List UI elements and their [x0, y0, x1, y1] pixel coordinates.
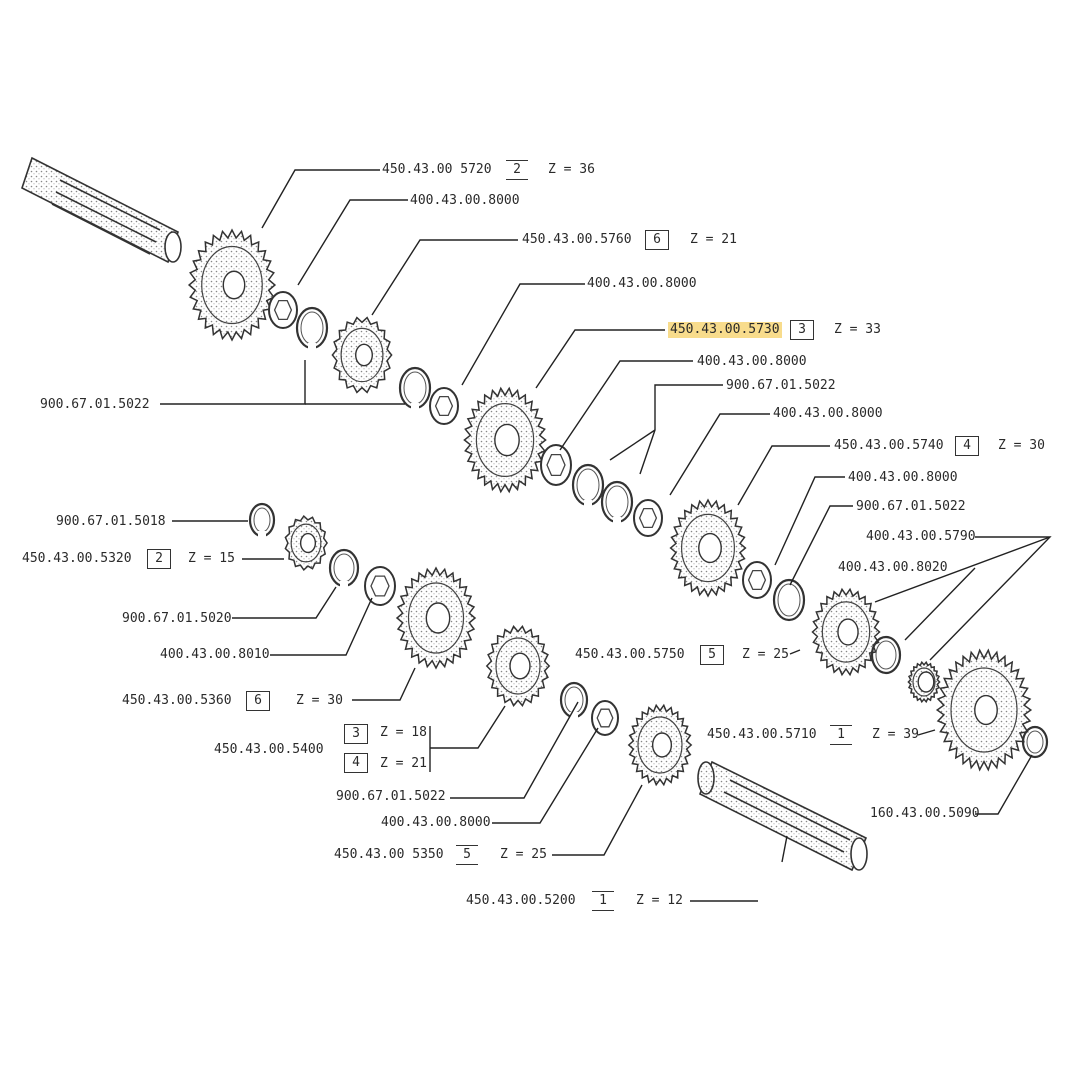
- gear-z21: [331, 316, 393, 394]
- part-number-p4: 400.43.00.8000: [587, 276, 697, 291]
- part-number-p21: 450.43.00.5710: [707, 727, 817, 742]
- part-number-p26: 400.43.00.8000: [381, 815, 491, 830]
- part-number-p2: 400.43.00.8000: [410, 193, 520, 208]
- circlip-4: [600, 480, 634, 525]
- circlip-8: [559, 681, 589, 720]
- gear-position-box-p23: 3: [344, 724, 368, 744]
- circlip-1: [295, 306, 329, 351]
- circlip-7: [328, 548, 360, 589]
- circlip-3: [571, 463, 605, 508]
- tooth-count-p23: Z = 18: [380, 725, 427, 740]
- gear-z30-lower: [395, 566, 477, 670]
- circlip-6: [248, 502, 276, 539]
- part-number-p1: 450.43.00 5720: [382, 162, 492, 177]
- gear-position-box-p1: 2: [506, 160, 528, 180]
- thrust-washer: [870, 635, 902, 675]
- tooth-count-p21: Z = 39: [872, 727, 919, 742]
- gear-z36: [187, 228, 277, 342]
- tooth-count-p16: Z = 15: [188, 551, 235, 566]
- gear-position-box-p20: 6: [246, 691, 270, 711]
- gear-position-box-p19: 5: [700, 645, 724, 665]
- part-number-p16: 450.43.00.5320: [22, 551, 132, 566]
- tooth-count-p1: Z = 36: [548, 162, 595, 177]
- part-number-p5: 450.43.00.5730: [668, 322, 782, 338]
- part-number-p12: 400.43.00.5790: [866, 529, 976, 544]
- gear-position-box-p21: 1: [830, 725, 852, 745]
- parts-layer: [187, 228, 1049, 787]
- gear-position-box-p3: 6: [645, 230, 669, 250]
- tooth-count-p29: Z = 12: [636, 893, 683, 908]
- gear-position-box-p24: 4: [344, 753, 368, 773]
- gear-position-box-p28: 5: [456, 845, 478, 865]
- part-number-p3: 450.43.00.5760: [522, 232, 632, 247]
- needle-bearing: [907, 660, 941, 704]
- tooth-count-p20: Z = 30: [296, 693, 343, 708]
- circlip-2: [398, 366, 432, 411]
- upper-main-shaft: [21, 156, 182, 264]
- gear-z30-upper: [669, 498, 747, 598]
- part-number-p14: 900.67.01.5022: [40, 397, 150, 412]
- washer-1: [268, 291, 298, 329]
- part-number-p7: 900.67.01.5022: [726, 378, 836, 393]
- part-number-p29: 450.43.00.5200: [466, 893, 576, 908]
- part-number-p11: 900.67.01.5022: [856, 499, 966, 514]
- part-number-p10: 400.43.00.8000: [848, 470, 958, 485]
- part-number-p17: 900.67.01.5020: [122, 611, 232, 626]
- washer-end: [1021, 725, 1049, 759]
- gear-z25-upper: [811, 587, 881, 677]
- tooth-count-p24: Z = 21: [380, 756, 427, 771]
- gear-z39: [935, 648, 1033, 772]
- tooth-count-p19: Z = 25: [742, 647, 789, 662]
- part-number-p6: 400.43.00.8000: [697, 354, 807, 369]
- gear-position-box-p5: 3: [790, 320, 814, 340]
- part-number-p22: 450.43.00.5400: [214, 742, 324, 757]
- part-number-p25: 900.67.01.5022: [336, 789, 446, 804]
- tooth-count-p9: Z = 30: [998, 438, 1045, 453]
- part-number-p27: 160.43.00.5090: [870, 806, 980, 821]
- part-number-p15: 900.67.01.5018: [56, 514, 166, 529]
- washer-7: [591, 700, 619, 736]
- washer-6: [364, 566, 396, 606]
- part-number-p28: 450.43.00 5350: [334, 847, 444, 862]
- washer-2: [429, 387, 459, 425]
- gear-z18-z21: [485, 625, 551, 707]
- part-number-p19: 450.43.00.5750: [575, 647, 685, 662]
- part-number-p18: 400.43.00.8010: [160, 647, 270, 662]
- part-number-p20: 450.43.00.5360: [122, 693, 232, 708]
- gear-position-box-p29: 1: [592, 891, 614, 911]
- part-number-p8: 400.43.00.8000: [773, 406, 883, 421]
- leader-lines: [160, 169, 1052, 902]
- gear-z15: [284, 514, 329, 572]
- gear-z25-lower: [627, 703, 693, 787]
- tooth-count-p3: Z = 21: [690, 232, 737, 247]
- gear-z33: [463, 386, 547, 494]
- part-number-p9: 450.43.00.5740: [834, 438, 944, 453]
- lower-output-shaft: [697, 760, 868, 872]
- gear-position-box-p16: 2: [147, 549, 171, 569]
- tooth-count-p28: Z = 25: [500, 847, 547, 862]
- washer-3: [540, 444, 572, 486]
- gear-position-box-p9: 4: [955, 436, 979, 456]
- washer-4: [633, 499, 663, 537]
- circlip-5: [772, 578, 806, 622]
- washer-5: [742, 561, 772, 599]
- tooth-count-p5: Z = 33: [834, 322, 881, 337]
- part-number-p13: 400.43.00.8020: [838, 560, 948, 575]
